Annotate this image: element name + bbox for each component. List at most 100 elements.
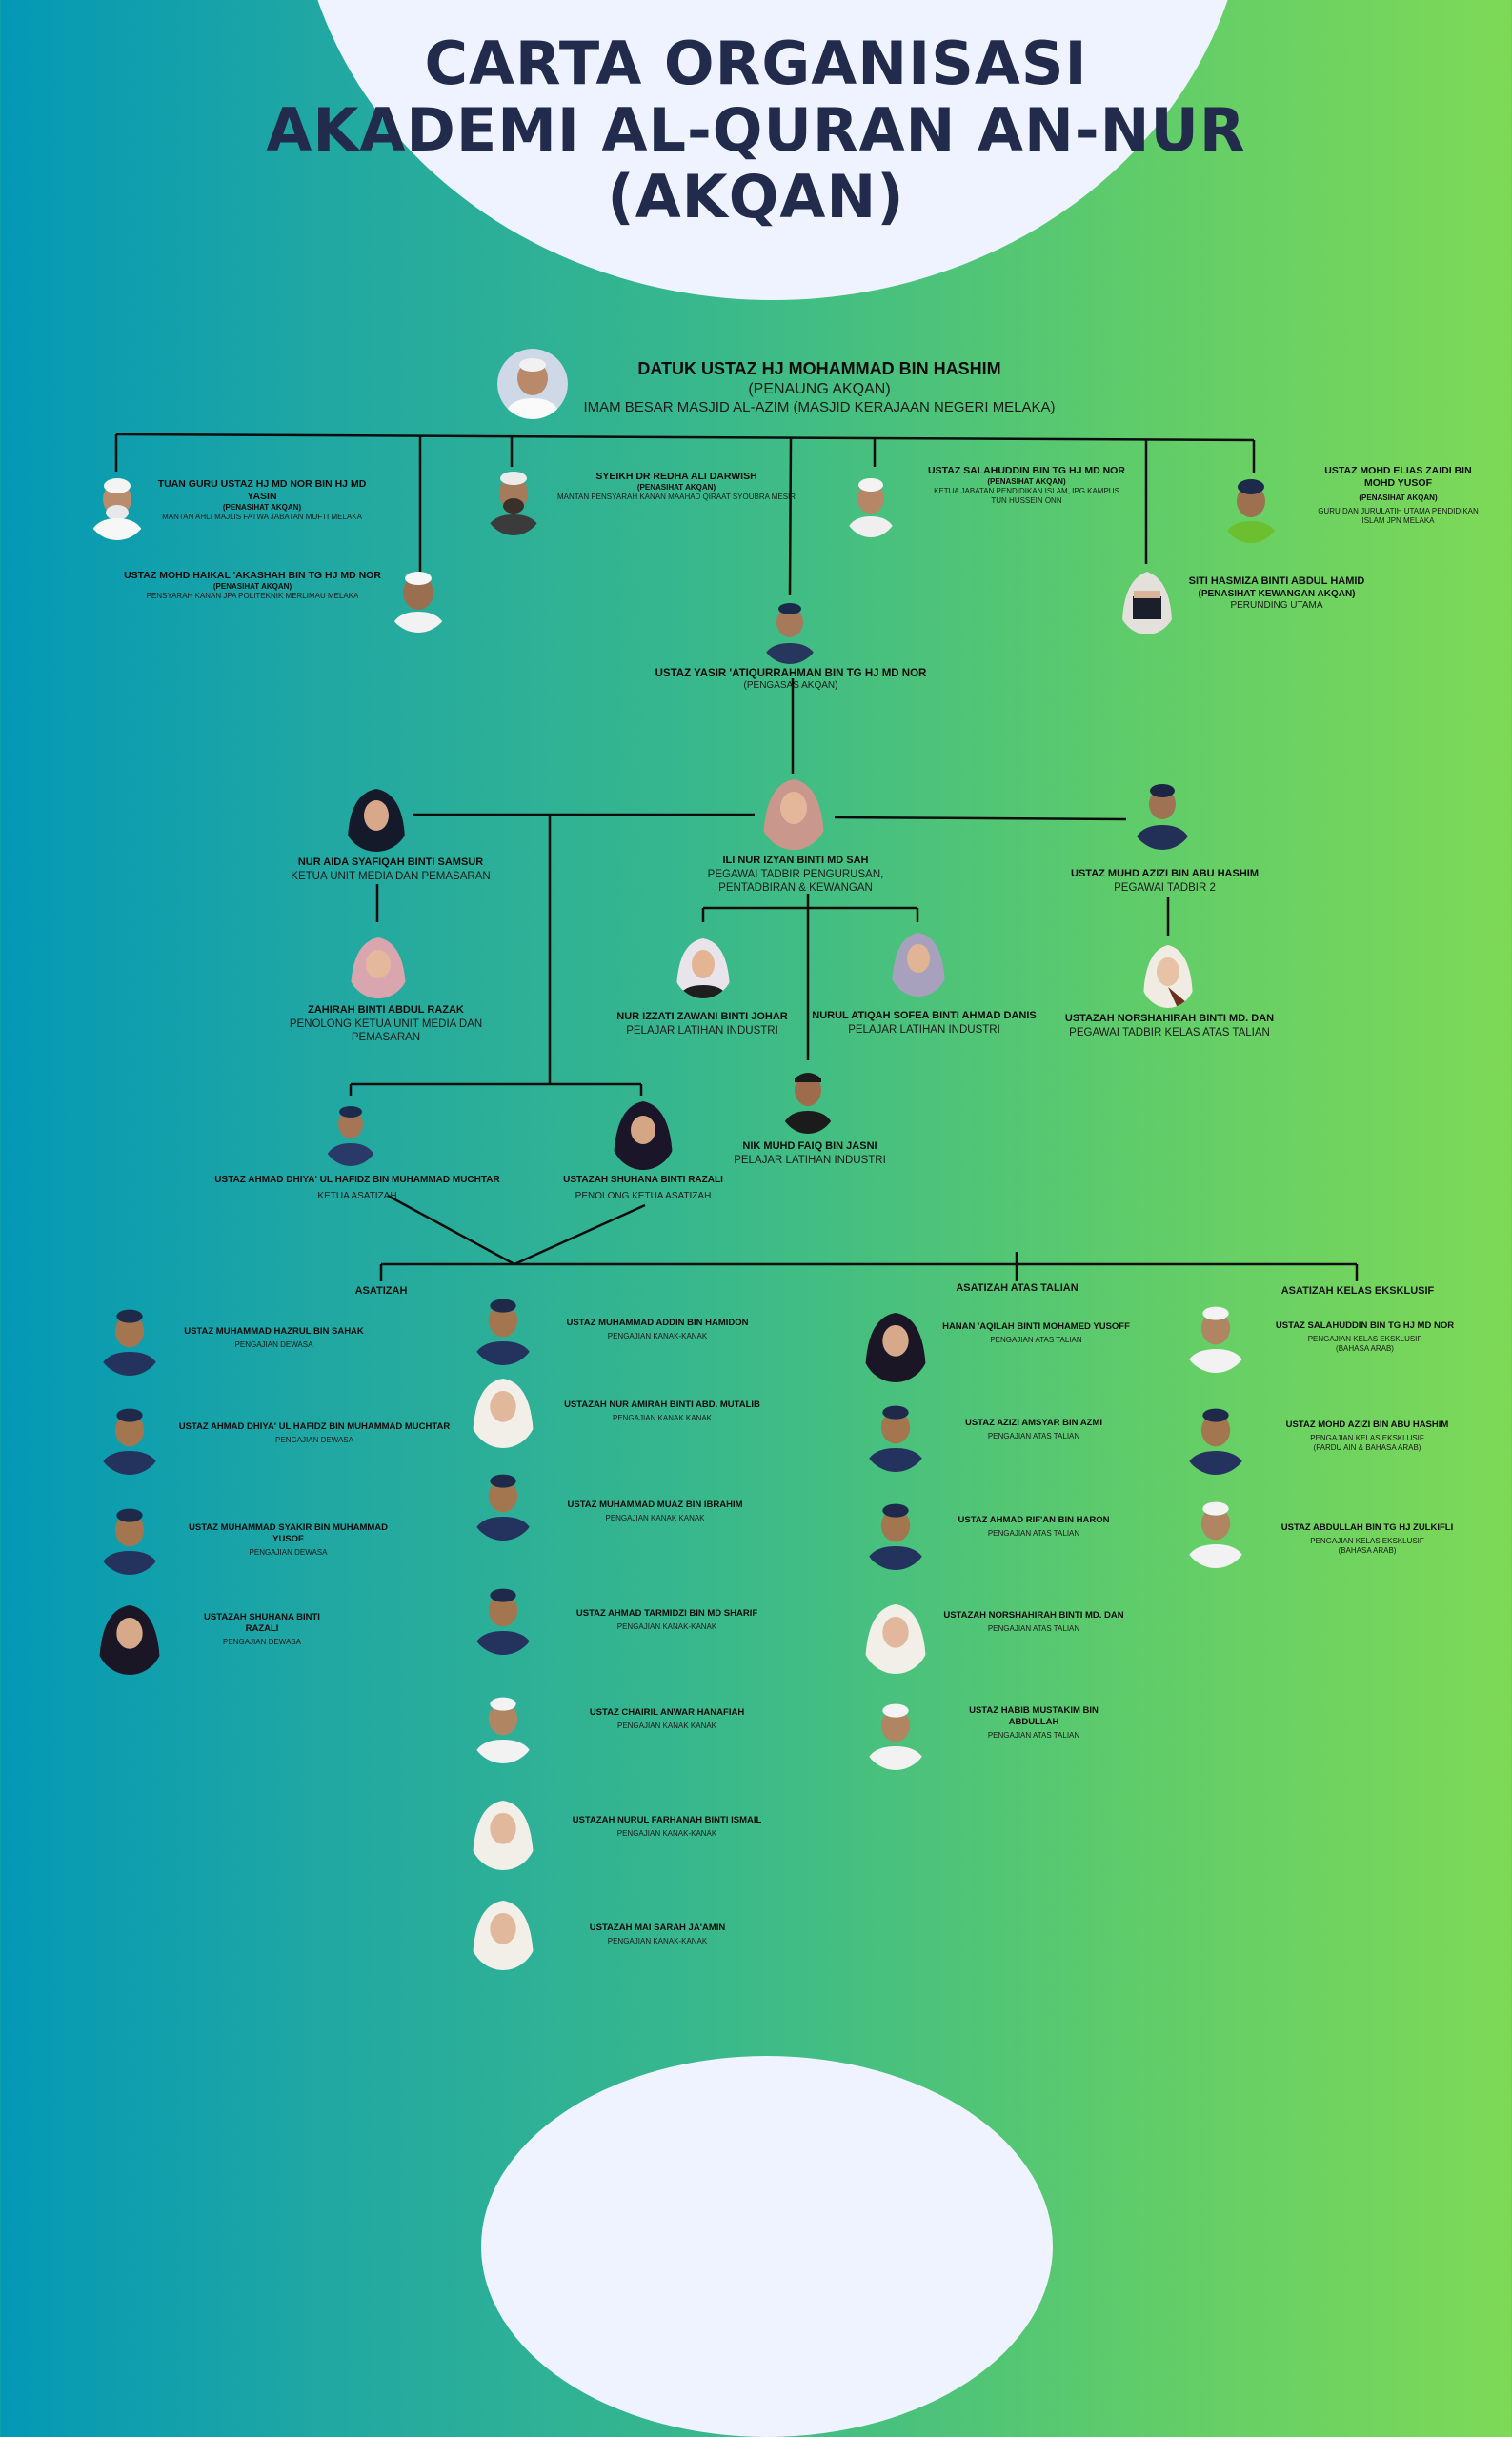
avatar-media-assistant bbox=[347, 932, 410, 998]
teacher-online-5-name: USTAZ HABIB MUSTAKIM BIN ABDULLAH bbox=[969, 1705, 1099, 1727]
founder-name: USTAZ YASIR 'ATIQURRAHMAN BIN TG HJ MD N… bbox=[655, 668, 927, 679]
admin-2-label: USTAZ MUHD AZIZI BIN ABU HASHIM PEGAWAI … bbox=[1048, 868, 1281, 895]
avatar-teacher-online-4 bbox=[861, 1600, 930, 1674]
teacher-kids-2-role: PENGAJIAN KANAK KANAK bbox=[612, 1413, 713, 1422]
avatar-admin-2 bbox=[1129, 775, 1196, 850]
avatar-asatizah-head bbox=[320, 1096, 381, 1166]
advisor-3-label: SYEIKH DR REDHA ALI DARWISH (PENASIHAT A… bbox=[534, 471, 819, 502]
avatar-teacher-adult-2 bbox=[95, 1400, 164, 1475]
asatizah-assistant-label: USTAZAH SHUHANA BINTI RAZALI PENOLONG KE… bbox=[553, 1175, 734, 1202]
advisor-2-role: (PENASIHAT AKQAN) bbox=[212, 582, 292, 592]
section-asatizah: ASATIZAH bbox=[354, 1285, 408, 1297]
teacher-exclusive-3-role: PENGAJIAN KELAS EKSKLUSIF bbox=[1310, 1536, 1424, 1545]
intern-3-label: NIK MUHD FAIQ BIN JASNI PELAJAR LATIHAN … bbox=[705, 1140, 915, 1167]
advisor-2-name: USTAZ MOHD HAIKAL 'AKASHAH BIN TG HJ MD … bbox=[124, 570, 381, 581]
avatar-teacher-adult-3 bbox=[95, 1500, 164, 1575]
teacher-kids-7-name: USTAZAH MAI SARAH JA'AMIN bbox=[589, 1923, 726, 1933]
advisor-2-label: USTAZ MOHD HAIKAL 'AKASHAH BIN TG HJ MD … bbox=[105, 570, 400, 601]
teacher-online-3-name: USTAZ AHMAD RIF'AN BIN HARON bbox=[958, 1515, 1110, 1525]
avatar-teacher-online-5 bbox=[861, 1696, 930, 1770]
media-assistant-role2: PEMASARAN bbox=[351, 1032, 421, 1044]
teacher-online-3-label: USTAZ AHMAD RIF'AN BIN HARON PENGAJIAN AT… bbox=[943, 1515, 1124, 1539]
avatar-asatizah-assistant bbox=[610, 1096, 676, 1170]
admin-2-role: PEGAWAI TADBIR 2 bbox=[1114, 881, 1216, 894]
avatar-patron bbox=[497, 349, 568, 419]
teacher-exclusive-1-role: PENGAJIAN KELAS EKSKLUSIF bbox=[1307, 1334, 1422, 1343]
teacher-adult-3-role: PENGAJIAN DEWASA bbox=[249, 1547, 328, 1557]
teacher-online-5-role: PENGAJIAN ATAS TALIAN bbox=[987, 1730, 1080, 1740]
teacher-online-3-role: PENGAJIAN ATAS TALIAN bbox=[987, 1528, 1080, 1538]
intern-3-role: PELAJAR LATIHAN INDUSTRI bbox=[734, 1154, 886, 1166]
admin-role2: PENTADBIRAN & KEWANGAN bbox=[718, 882, 873, 895]
avatar-admin bbox=[758, 772, 829, 850]
avatar-advisor-3 bbox=[482, 463, 545, 535]
teacher-kids-6-role: PENGAJIAN KANAK-KANAK bbox=[616, 1828, 717, 1838]
intern-2-name: NURUL ATIQAH SOFEA BINTI AHMAD DANIS bbox=[812, 1010, 1037, 1021]
advisor-5-role: (PENASIHAT AKQAN) bbox=[1359, 493, 1438, 503]
page-title-line2: AKADEMI AL-QURAN AN-NUR bbox=[266, 95, 1246, 165]
advisor-3-desc: MANTAN PENSYARAH KANAN MAAHAD QIRAAT SYO… bbox=[556, 493, 796, 502]
avatar-teacher-kids-7 bbox=[469, 1896, 537, 1970]
teacher-kids-7-label: USTAZAH MAI SARAH JA'AMIN PENGAJIAN KANAK… bbox=[581, 1923, 734, 1946]
advisor-5-label: USTAZ MOHD ELIAS ZAIDI BIN MOHD YUSOF (P… bbox=[1305, 465, 1491, 526]
teacher-kids-2-name: USTAZAH NUR AMIRAH BINTI ABD. MUTALIB bbox=[564, 1400, 760, 1410]
avatar-advisor-5 bbox=[1220, 471, 1282, 543]
advisor-6-desc: PERUNDING UTAMA bbox=[1230, 600, 1323, 612]
teacher-exclusive-1-sub: (BAHASA ARAB) bbox=[1336, 1343, 1394, 1353]
admin-online-label: USTAZAH NORSHAHIRAH BINTI MD. DAN PEGAWA… bbox=[1048, 1013, 1291, 1039]
advisor-1-name: TUAN GURU USTAZ HJ MD NOR BIN HJ MD YASI… bbox=[157, 478, 367, 503]
teacher-online-5-label: USTAZ HABIB MUSTAKIM BIN ABDULLAH PENGAJI… bbox=[943, 1705, 1124, 1741]
avatar-advisor-2 bbox=[386, 564, 451, 633]
avatar-teacher-adult-1 bbox=[95, 1301, 164, 1376]
advisor-1-role: (PENASIHAT AKQAN) bbox=[222, 503, 302, 513]
section-online: ASATIZAH ATAS TALIAN bbox=[956, 1282, 1079, 1294]
teacher-kids-5-role: PENGAJIAN KANAK KANAK bbox=[616, 1721, 717, 1730]
teacher-kids-7-role: PENGAJIAN KANAK-KANAK bbox=[607, 1936, 708, 1945]
teacher-online-4-name: USTAZAH NORSHAHIRAH BINTI MD. DAN bbox=[943, 1610, 1124, 1621]
avatar-teacher-kids-5 bbox=[469, 1689, 537, 1763]
teacher-kids-1-role: PENGAJIAN KANAK-KANAK bbox=[607, 1331, 708, 1340]
admin-online-name: USTAZAH NORSHAHIRAH BINTI MD. DAN bbox=[1064, 1013, 1275, 1024]
advisor-4-role: (PENASIHAT AKQAN) bbox=[987, 477, 1066, 487]
avatar-teacher-kids-6 bbox=[469, 1796, 537, 1870]
advisor-6-name: SITI HASMIZA BINTI ABDUL HAMID bbox=[1188, 575, 1365, 587]
intern-1-label: NUR IZZATI ZAWANI BINTI JOHAR PELAJAR LA… bbox=[602, 1011, 802, 1037]
page-title-line1: CARTA ORGANISASI bbox=[424, 29, 1088, 98]
advisor-5-name: USTAZ MOHD ELIAS ZAIDI BIN MOHD YUSOF bbox=[1324, 465, 1472, 490]
asatizah-head-label: USTAZ AHMAD DHIYA' UL HAFIDZ BIN MUHAMMA… bbox=[210, 1175, 505, 1202]
media-head-label: NUR AIDA SYAFIQAH BINTI SAMSUR KETUA UNI… bbox=[257, 856, 524, 883]
avatar-advisor-1 bbox=[85, 471, 150, 540]
advisor-2-desc: PENSYARAH KANAN JPA POLITEKNIK MERLIMAU … bbox=[146, 592, 359, 601]
intern-3-name: NIK MUHD FAIQ BIN JASNI bbox=[742, 1140, 877, 1152]
founder-role: (PENGASAS AKQAN) bbox=[743, 680, 838, 692]
avatar-teacher-kids-2 bbox=[469, 1374, 537, 1448]
teacher-online-1-name: HANAN 'AQILAH BINTI MOHAMED YUSOFF bbox=[942, 1321, 1130, 1332]
avatar-teacher-kids-4 bbox=[469, 1581, 537, 1655]
avatar-teacher-online-2 bbox=[861, 1398, 930, 1472]
advisor-1-desc: MANTAN AHLI MAJLIS FATWA JABATAN MUFTI M… bbox=[162, 513, 362, 522]
teacher-adult-2-label: USTAZ AHMAD DHIYA' UL HAFIDZ BIN MUHAMMA… bbox=[171, 1421, 457, 1445]
advisor-4-name: USTAZ SALAHUDDIN BIN TG HJ MD NOR bbox=[928, 465, 1125, 476]
avatar-admin-online bbox=[1139, 939, 1197, 1008]
intern-1-name: NUR IZZATI ZAWANI BINTI JOHAR bbox=[616, 1011, 788, 1022]
media-assistant-role1: PENOLONG KETUA UNIT MEDIA DAN bbox=[289, 1017, 483, 1030]
founder-label: USTAZ YASIR 'ATIQURRAHMAN BIN TG HJ MD N… bbox=[610, 667, 972, 693]
media-head-name: NUR AIDA SYAFIQAH BINTI SAMSUR bbox=[297, 856, 484, 868]
asatizah-assistant-name: USTAZAH SHUHANA BINTI RAZALI bbox=[563, 1175, 723, 1185]
admin-2-name: USTAZ MUHD AZIZI BIN ABU HASHIM bbox=[1071, 868, 1259, 879]
advisor-3-role: (PENASIHAT AKQAN) bbox=[636, 483, 716, 493]
advisor-6-label: SITI HASMIZA BINTI ABDUL HAMID (PENASIHA… bbox=[1172, 575, 1381, 613]
patron-role: (PENAUNG AKQAN) bbox=[748, 380, 891, 397]
section-exclusive: ASATIZAH KELAS EKSKLUSIF bbox=[1280, 1285, 1435, 1297]
avatar-teacher-adult-4 bbox=[95, 1601, 164, 1675]
avatar-advisor-6 bbox=[1117, 562, 1178, 634]
patron-desc: IMAM BESAR MASJID AL-AZIM (MASJID KERAJA… bbox=[583, 398, 1056, 415]
asatizah-assistant-role: PENOLONG KETUA ASATIZAH bbox=[575, 1190, 712, 1201]
